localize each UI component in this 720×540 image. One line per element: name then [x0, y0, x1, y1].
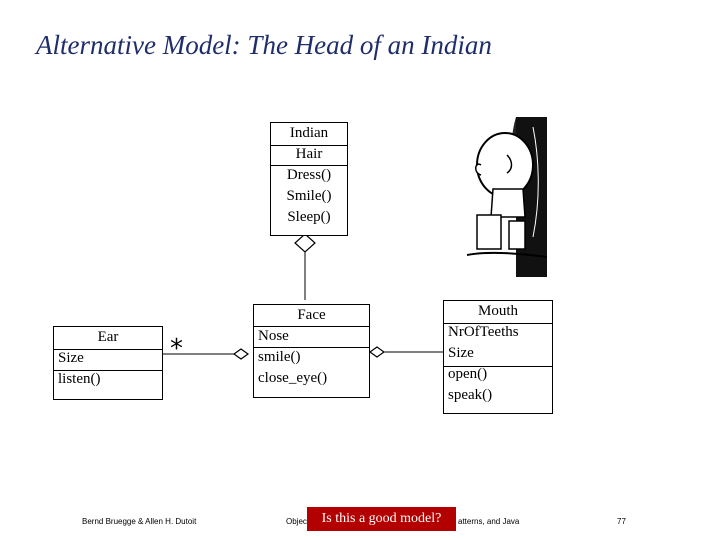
callout-question: Is this a good model?	[307, 507, 456, 531]
indian-class-name: Indian	[289, 125, 329, 141]
mouth-class-name: Mouth	[477, 303, 518, 319]
footer-page-number: 77	[617, 517, 626, 526]
ear-method-listen: listen()	[58, 371, 101, 387]
ear-sep-2	[53, 370, 162, 371]
mouth-method-speak: speak()	[448, 387, 493, 403]
indian-sep-2	[270, 165, 347, 166]
face-sep-1	[253, 326, 369, 327]
ear-attr-size: Size	[58, 350, 84, 366]
indian-method-sleep: Sleep()	[287, 209, 331, 225]
face-method-smile: smile()	[258, 349, 301, 365]
ear-multiplicity: *	[170, 334, 183, 364]
mouth-attr-nrofteeths: NrOfTeeths	[448, 324, 519, 340]
ear-class-name: Ear	[97, 329, 119, 345]
face-sep-2	[253, 347, 369, 348]
indian-attr-hair: Hair	[295, 146, 323, 162]
face-attr-nose: Nose	[258, 328, 289, 344]
mouth-method-open: open()	[448, 366, 488, 382]
footer-course-left: Object	[286, 517, 310, 526]
face-method-close-eye: close_eye()	[258, 370, 328, 386]
footer-course-right: atterns, and Java	[458, 517, 520, 526]
indian-sep-1	[270, 145, 347, 146]
indian-method-dress: Dress()	[286, 167, 332, 183]
face-class: Face Nose smile() close_eye()	[253, 304, 370, 398]
mouth-sep-2	[443, 366, 552, 367]
ear-class: Ear Size listen()	[53, 326, 163, 400]
face-mouth-diamond	[368, 346, 386, 358]
indian-method-smile: Smile()	[286, 188, 332, 204]
mouth-sep-1	[443, 323, 552, 324]
ear-sep-1	[53, 349, 162, 350]
slide-title: Alternative Model: The Head of an Indian	[36, 30, 492, 60]
indian-aggregation-diamond	[294, 233, 316, 253]
indian-class: Indian Hair Dress() Smile() Sleep()	[270, 122, 348, 236]
head-illustration	[467, 117, 547, 277]
mouth-class: Mouth NrOfTeeths Size open() speak()	[443, 300, 553, 414]
face-class-name: Face	[297, 307, 326, 323]
face-ear-diamond	[232, 348, 250, 360]
footer-authors: Bernd Bruegge & Allen H. Dutoit	[82, 517, 197, 526]
mouth-attr-size: Size	[448, 345, 474, 361]
